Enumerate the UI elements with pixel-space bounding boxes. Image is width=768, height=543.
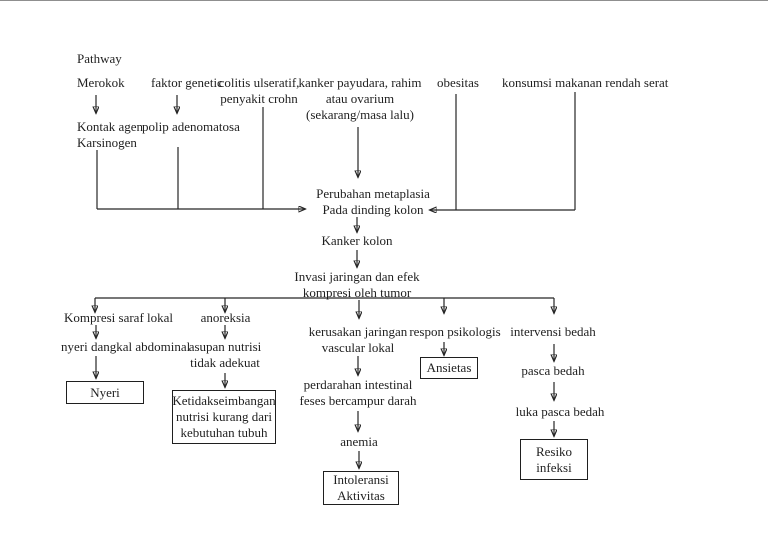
node-intervensi-bedah: intervensi bedah — [510, 324, 596, 339]
page-top-edge — [0, 0, 768, 1]
node-invasi-jaringan: Invasi jaringan dan efek kompresi oleh t… — [294, 269, 420, 300]
node-anemia: anemia — [340, 434, 378, 449]
node-polip-adenomatosa: polip adenomatosa — [142, 119, 240, 134]
node-perdarahan-intestinal: perdarahan intestinal feses bercampur da… — [299, 377, 417, 408]
box-intoleransi-aktivitas: Intoleransi Aktivitas — [323, 471, 399, 505]
node-konsumsi-makanan: konsumsi makanan rendah serat — [502, 75, 669, 90]
node-kerusakan-jaringan: kerusakan jaringan vascular lokal — [308, 324, 408, 355]
box-resiko-infeksi: Resiko infeksi — [520, 439, 588, 480]
node-colitis-ulseratif: colitis ulseratif, penyakit crohn — [218, 75, 300, 106]
node-merokok: Merokok — [77, 75, 125, 90]
node-obesitas: obesitas — [437, 75, 479, 90]
node-pasca-bedah: pasca bedah — [521, 363, 585, 378]
node-asupan-nutrisi: asupan nutrisi tidak adekuat — [188, 339, 262, 370]
node-kanker-kolon: Kanker kolon — [321, 233, 393, 248]
node-nyeri-dangkal-abdominal: nyeri dangkal abdominal — [61, 339, 191, 354]
node-perubahan-metaplasia: Perubahan metaplasia Pada dinding kolon — [316, 186, 430, 217]
node-respon-psikologis: respon psikologis — [409, 324, 501, 339]
node-kompresi-saraf-lokal: Kompresi saraf lokal — [64, 310, 174, 325]
box-nyeri: Nyeri — [66, 381, 144, 404]
box-ketidakseimbangan-nutrisi: Ketidakseimbangan nutrisi kurang dari ke… — [172, 390, 276, 444]
node-luka-pasca-bedah: luka pasca bedah — [515, 404, 605, 419]
box-ansietas: Ansietas — [420, 357, 478, 379]
node-faktor-genetic: faktor genetic — [151, 75, 223, 90]
node-anoreksia: anoreksia — [200, 310, 251, 325]
page-title: Pathway — [77, 51, 122, 66]
node-kontak-agen-karsinogen: Kontak agen Karsinogen — [77, 119, 144, 150]
node-kanker-payudara: kanker payudara, rahim atau ovarium (sek… — [298, 75, 422, 122]
